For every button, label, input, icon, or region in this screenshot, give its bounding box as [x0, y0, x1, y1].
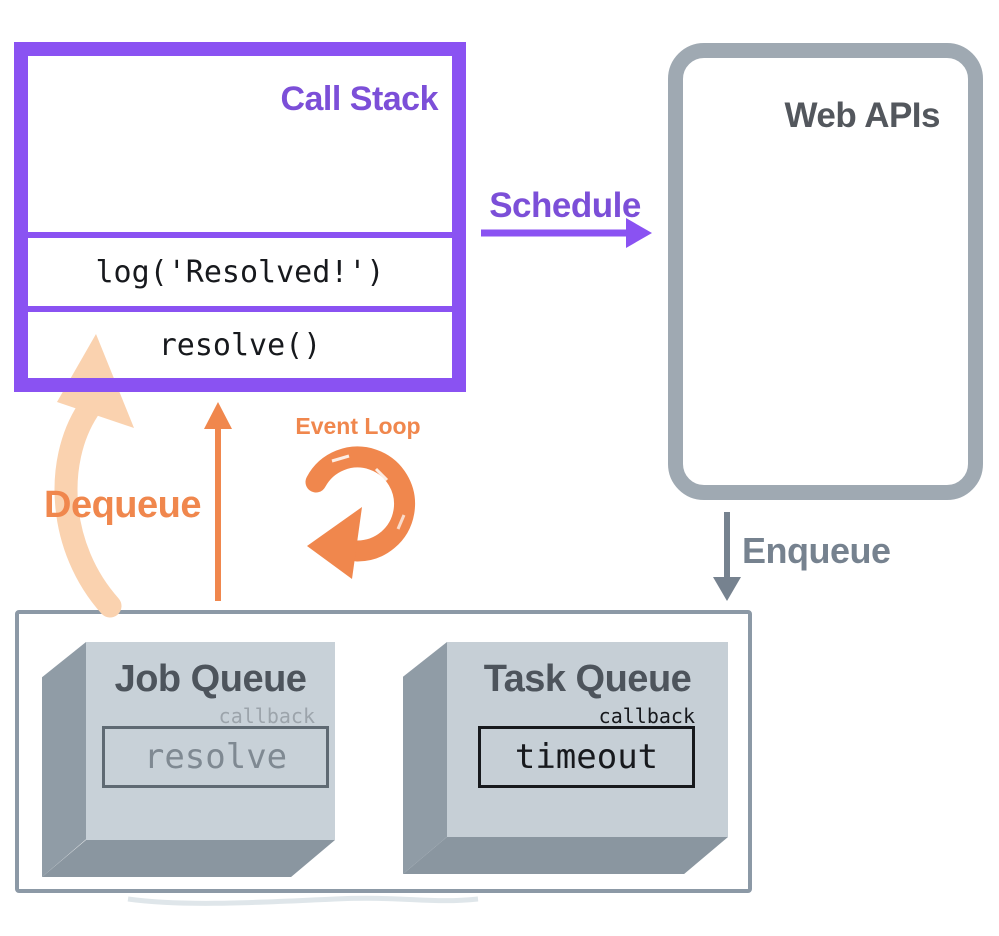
- job-queue-item: resolve: [102, 726, 329, 788]
- web-apis-title: Web APIs: [784, 96, 941, 135]
- job-queue-side-face: [42, 642, 86, 877]
- job-queue-box: Job Queue callback resolve: [86, 642, 335, 840]
- call-stack-title: Call Stack: [280, 80, 438, 118]
- call-stack-box: Call Stack log('Resolved!') resolve(): [14, 42, 466, 392]
- event-loop-label: Event Loop: [295, 413, 421, 439]
- task-queue-title: Task Queue: [483, 658, 692, 700]
- job-queue-callback-tag: callback: [218, 704, 315, 728]
- enqueue-arrow-icon: [713, 512, 741, 601]
- stack-divider: [28, 232, 452, 238]
- task-queue-box: Task Queue callback timeout: [447, 642, 728, 837]
- stack-frame-log: log('Resolved!'): [95, 254, 385, 290]
- dequeue-label: Dequeue: [44, 484, 201, 526]
- schedule-label: Schedule: [489, 186, 641, 225]
- stack-frame-resolve: resolve(): [158, 327, 322, 363]
- event-loop-icon: [305, 446, 416, 579]
- job-queue-title: Job Queue: [114, 658, 307, 700]
- enqueue-label: Enqueue: [742, 530, 891, 571]
- queue-to-stack-arrow-icon: [204, 402, 232, 601]
- stack-divider: [28, 306, 452, 312]
- job-queue-bottom-face: [42, 840, 335, 877]
- task-queue-callback-tag: callback: [598, 704, 695, 728]
- task-queue-item: timeout: [478, 726, 695, 788]
- task-queue-bottom-face: [403, 837, 728, 874]
- sketch-smudge: [127, 895, 479, 906]
- web-apis-box: Web APIs: [668, 43, 983, 500]
- task-queue-side-face: [403, 642, 447, 874]
